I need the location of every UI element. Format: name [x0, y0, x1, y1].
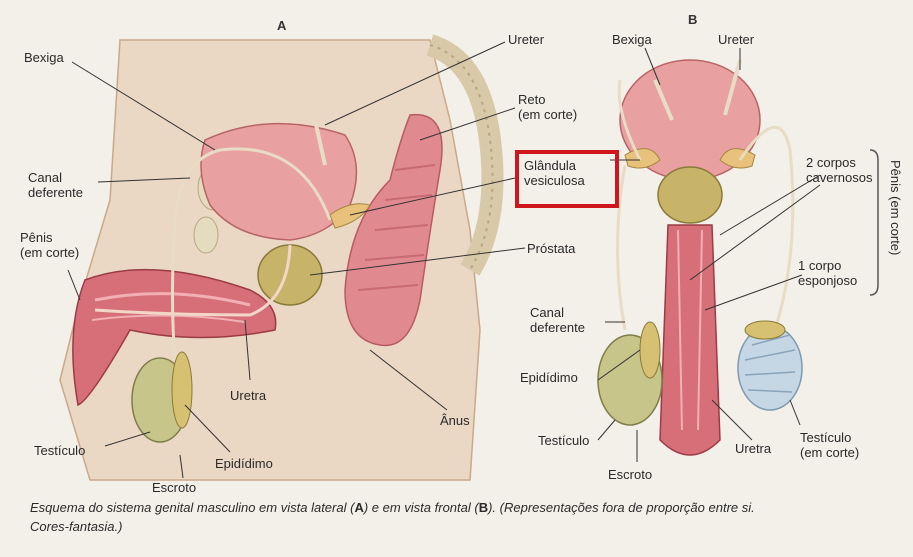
epididymis-a [172, 352, 192, 428]
caption-b: B [479, 500, 488, 515]
label-escroto-b: Escroto [608, 467, 652, 482]
panel-a-title: A [277, 18, 286, 33]
label-corpo-esponjoso-b: 1 corpo esponjoso [798, 258, 857, 288]
prostate-b [658, 167, 722, 223]
label-corpos-cavernosos-b: 2 corpos cavernosos [806, 155, 872, 185]
panel-b-title: B [688, 12, 697, 27]
penis-b [660, 225, 720, 455]
highlight-box [515, 150, 619, 208]
epididymis-b-left [640, 322, 660, 378]
label-testiculo-corte-b: Testículo (em corte) [800, 430, 859, 460]
label-penis-em-corte-b: Pênis (em corte) [888, 160, 903, 255]
label-epididimo-a: Epidídimo [215, 456, 273, 471]
label-testiculo-b: Testículo [538, 433, 589, 448]
epididymis-b-right [745, 321, 785, 339]
label-anus-a: Ânus [440, 413, 470, 428]
label-uretra-b: Uretra [735, 441, 771, 456]
pubic-bone-a2 [194, 217, 218, 253]
caption-a: A [354, 500, 363, 515]
label-uretra-a: Uretra [230, 388, 266, 403]
label-testiculo-a: Testículo [34, 443, 85, 458]
figure-caption: Esquema do sistema genital masculino em … [30, 498, 790, 536]
label-epididimo-b: Epidídimo [520, 370, 578, 385]
caption-part1: Esquema do sistema genital masculino em … [30, 500, 354, 515]
label-escroto-a: Escroto [152, 480, 196, 495]
label-ureter-b: Ureter [718, 32, 754, 47]
label-reto-a: Reto (em corte) [518, 92, 577, 122]
label-canal-b: Canal deferente [530, 305, 585, 335]
label-ureter-a: Ureter [508, 32, 544, 47]
label-canal-a: Canal deferente [28, 170, 83, 200]
label-bexiga-a: Bexiga [24, 50, 64, 65]
label-prostata-a: Próstata [527, 241, 575, 256]
caption-part2: ) e em vista frontal ( [364, 500, 479, 515]
label-bexiga-b: Bexiga [612, 32, 652, 47]
label-penis-a: Pênis (em corte) [20, 230, 79, 260]
